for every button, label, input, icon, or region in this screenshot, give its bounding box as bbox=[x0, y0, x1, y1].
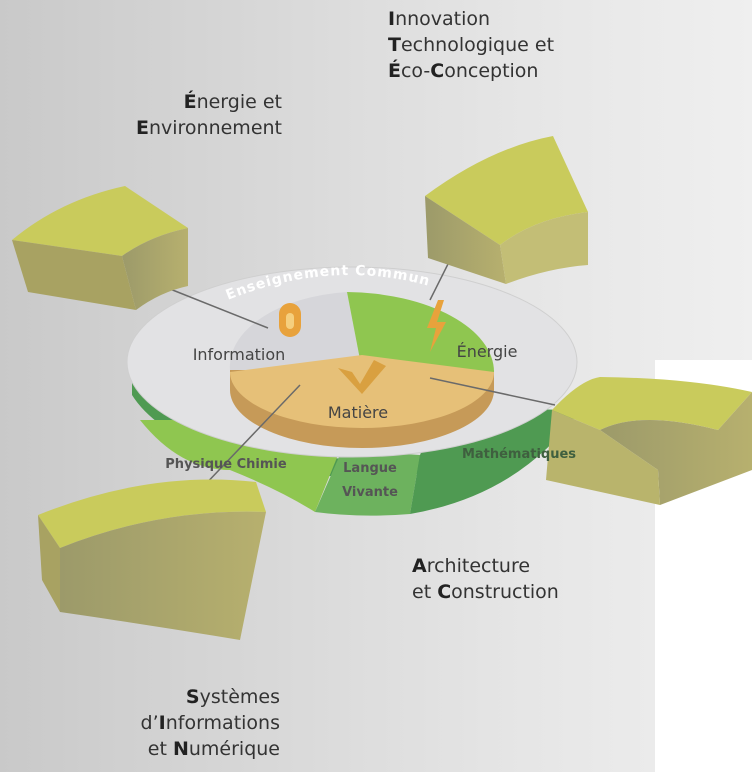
connector-lines bbox=[159, 249, 556, 491]
sector-energie bbox=[347, 292, 495, 372]
lightning-icon bbox=[427, 300, 446, 352]
energie-label: Énergie bbox=[457, 342, 518, 361]
label-architecture-construction: Architecture et Construction bbox=[412, 555, 559, 603]
information-label: Information bbox=[193, 345, 286, 364]
ring-langue-vivante bbox=[315, 450, 420, 516]
vivante-label: Vivante bbox=[342, 485, 398, 500]
physique-chimie-label: Physique Chimie bbox=[165, 457, 287, 472]
matiere-label: Matière bbox=[328, 403, 388, 422]
block-itec bbox=[425, 136, 588, 284]
block-energie-environnement bbox=[12, 186, 188, 310]
information-icon bbox=[279, 303, 301, 337]
mathematiques-label: Mathématiques bbox=[462, 447, 576, 462]
block-architecture-construction bbox=[546, 377, 752, 505]
label-itec: Innovation Technologique et Éco-Concepti… bbox=[388, 8, 555, 82]
matiere-icon bbox=[338, 360, 386, 394]
langue-label: Langue bbox=[343, 461, 397, 476]
block-sin bbox=[38, 479, 266, 640]
label-sin: Systèmes d’Informations et Numérique bbox=[140, 686, 280, 760]
label-energie-environnement: Énergie et Environnement bbox=[135, 91, 282, 139]
